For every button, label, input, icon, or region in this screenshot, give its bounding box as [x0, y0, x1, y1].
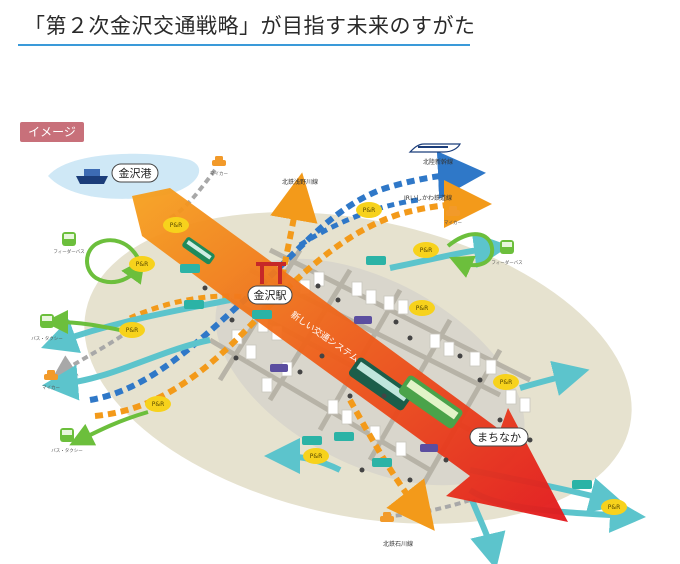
car-icon-north — [212, 156, 226, 166]
pr-label: P&R — [500, 379, 512, 386]
my-car-label-ne: マイカー — [444, 220, 462, 226]
bus-route-ne — [389, 232, 510, 271]
pr-badge — [163, 217, 189, 233]
bus-taxi-label-west: バス・タクシー — [31, 335, 63, 342]
pr-badge — [601, 499, 627, 515]
port-label: 金沢港 — [119, 166, 152, 180]
page-title: 「第２次金沢交通戦略」が目指す未来のすがた — [24, 14, 476, 38]
station-label-box — [247, 285, 293, 305]
shinkansen-label: 北陸新幹線 — [423, 158, 453, 166]
pr-badge — [119, 322, 145, 338]
feeder-arrow-sw — [69, 410, 149, 446]
tram-vehicle-1 — [182, 237, 215, 265]
port-label-box — [111, 163, 159, 183]
feeder-arrow-west — [44, 310, 121, 335]
tram-vehicle-2 — [348, 357, 413, 411]
shinkansen-line — [89, 151, 486, 403]
car-icon-south — [380, 512, 394, 522]
bus-icon-west — [62, 232, 76, 246]
iri-label: IRいしかわ鉄道線 — [404, 194, 452, 202]
ishikawa-label: 北鉄石川線 — [383, 540, 413, 548]
pr-badge — [413, 242, 439, 258]
tram-vehicle-3 — [398, 375, 463, 429]
car-icon-west — [44, 370, 58, 380]
pedestrians — [202, 283, 533, 483]
feeder-loop-west — [85, 238, 145, 285]
feeder-loop-east — [446, 232, 495, 278]
pr-badge — [303, 448, 329, 464]
pr-label: P&R — [608, 504, 620, 511]
pr-label: P&R — [136, 261, 148, 268]
feeder-bus-label-east: フィーダーバス — [491, 259, 523, 266]
pr-badge — [129, 256, 155, 272]
pr-label: P&R — [416, 305, 428, 312]
bus-taxi-label-sw: バス・タクシー — [51, 447, 83, 454]
bus-route-west-2 — [42, 337, 211, 401]
purple-buses — [270, 316, 438, 452]
pr-badge — [493, 374, 519, 390]
my-car-label-west: マイカー — [42, 385, 60, 391]
bus-icon-east — [500, 240, 514, 254]
downtown-label: まちなか — [477, 431, 521, 444]
bus-icon-sw — [60, 428, 74, 442]
pr-badge — [356, 202, 382, 218]
bus-route-west-1 — [41, 297, 231, 353]
park-and-ride-badges — [119, 202, 627, 515]
feeder-bus-label-west: フィーダーバス — [53, 248, 85, 255]
asanogawa-label: 北鉄浅野川線 — [282, 178, 318, 186]
car-icon-ne — [446, 206, 460, 216]
pr-label: P&R — [310, 453, 322, 460]
title-underline — [18, 44, 470, 46]
city-buses — [180, 256, 592, 489]
pr-label: P&R — [152, 401, 164, 408]
pr-badge — [145, 396, 171, 412]
bus-route-south — [469, 498, 506, 564]
pr-label: P&R — [126, 327, 138, 334]
downtown-label-box — [469, 427, 529, 447]
main-transit-arrow — [132, 188, 568, 522]
station-label: 金沢駅 — [254, 288, 287, 302]
shinkansen-icon — [408, 143, 461, 153]
ship-icon — [76, 169, 108, 184]
asanogawa-line — [270, 172, 318, 291]
bus-icon-west-2 — [40, 314, 54, 328]
pr-label: P&R — [420, 247, 432, 254]
station-gate-icon — [256, 262, 286, 284]
pr-label: P&R — [363, 207, 375, 214]
my-car-label-north: マイカー — [210, 171, 228, 177]
pr-badge — [409, 300, 435, 316]
image-tag: イメージ — [20, 122, 84, 142]
pr-label: P&R — [170, 222, 182, 229]
bus-route-east — [519, 360, 590, 396]
iri-line — [94, 180, 492, 419]
